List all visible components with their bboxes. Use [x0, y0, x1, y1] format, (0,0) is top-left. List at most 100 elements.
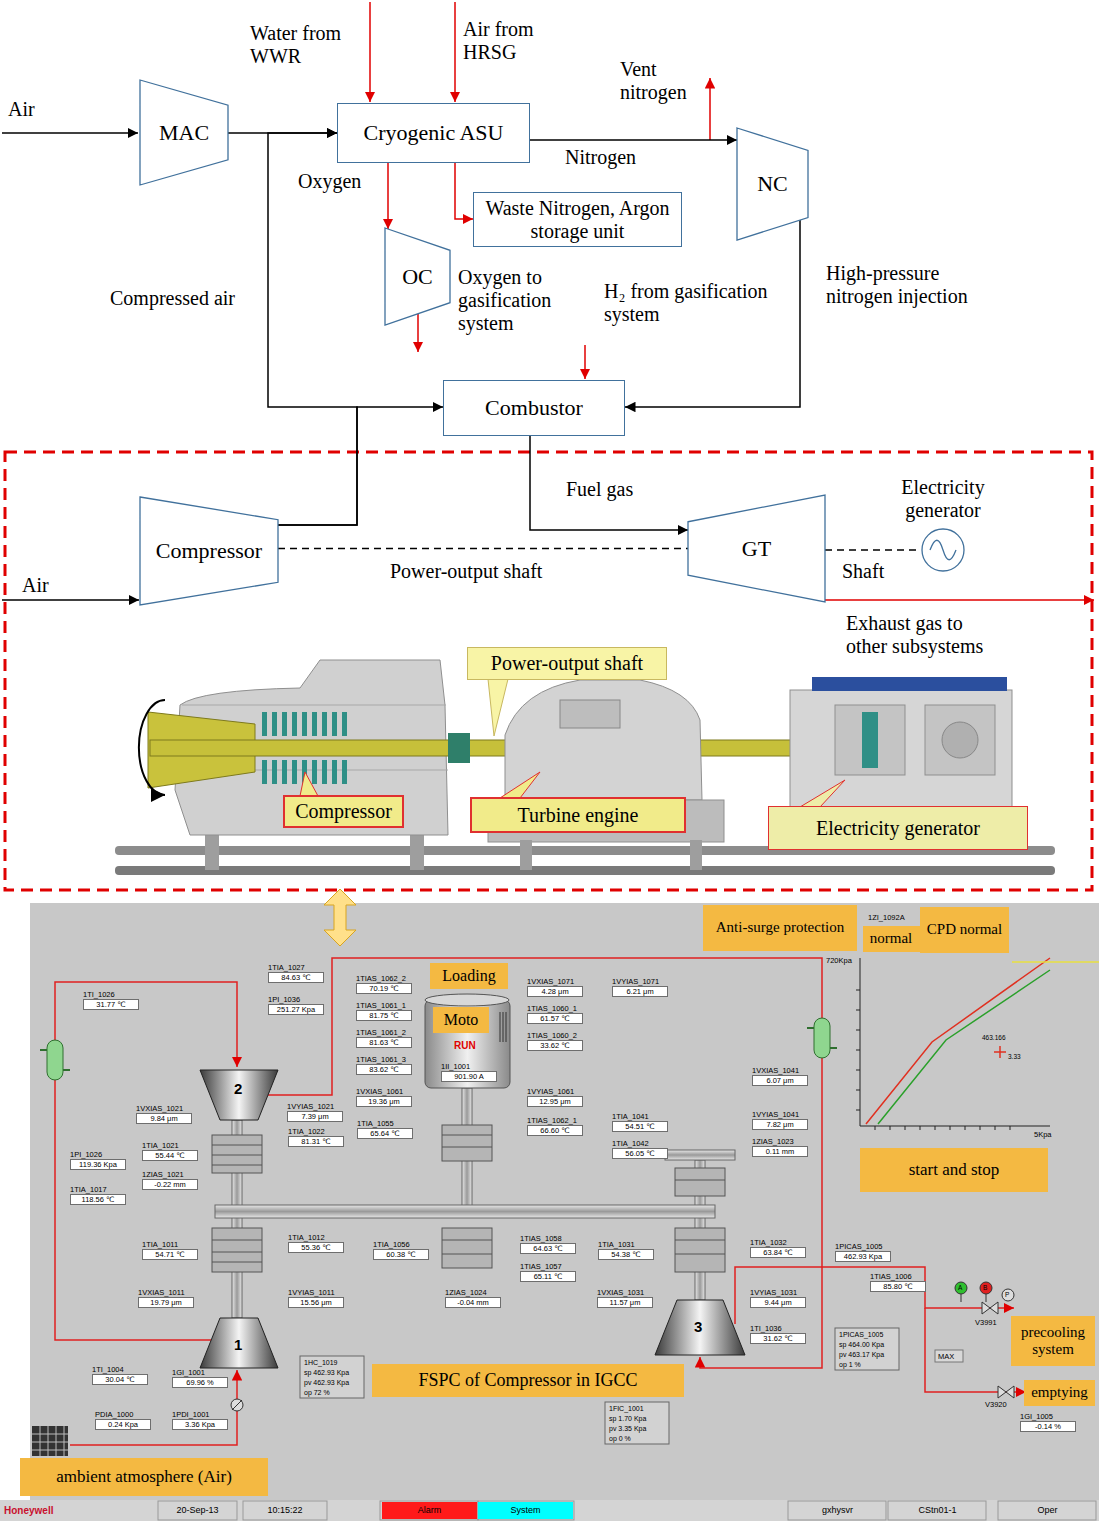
tag-name: 1PICAS_1005	[835, 1242, 883, 1251]
tag-value: 69.96 %	[172, 1377, 228, 1388]
flow-arrow	[530, 436, 688, 530]
highlight-box: CPD normal	[920, 907, 1009, 953]
stage-number: 2	[234, 1080, 242, 1097]
tag-value: 30.04 ℃	[92, 1374, 148, 1385]
tag-name: 1VXIAS_1011	[138, 1288, 185, 1297]
node-label: precooling system	[1016, 1324, 1090, 1359]
tag-value: 54.51 ℃	[612, 1121, 668, 1132]
flow-label: Exhaust gas to other subsystems	[846, 612, 1001, 658]
tag-value: 31.77 ℃	[83, 999, 139, 1010]
node-label: normal	[870, 930, 913, 947]
tag-name: 1VXIAS_1021	[136, 1104, 183, 1113]
highlight-box: start and stop	[860, 1148, 1048, 1192]
flow-arrow	[387, 163, 389, 229]
tag-value: 0.24 Kpa	[95, 1419, 151, 1430]
screen-label: P	[1005, 1291, 1009, 1298]
status-bar-cell: 10:15:22	[245, 1502, 325, 1519]
stage-number: 3	[694, 1318, 702, 1335]
tag-name: 1VXIAS_1071	[527, 977, 574, 986]
node-label: Turbine engine	[518, 804, 639, 827]
compressor-symbol: OC	[385, 228, 450, 325]
status-bar-cell: gxhysvr	[790, 1502, 885, 1519]
node-label: Electricity generator	[816, 817, 980, 840]
shaft-line	[825, 549, 921, 551]
highlight-box: ambient atmosphere (Air)	[20, 1458, 268, 1496]
process-box: Combustor	[443, 380, 625, 436]
node-label: GT	[742, 536, 771, 561]
status-text: RUN	[454, 1040, 476, 1052]
shaft-line	[278, 548, 688, 550]
tag-value: 84.63 ℃	[268, 972, 324, 983]
tag-value: 11.57 μm	[597, 1297, 653, 1308]
highlight-box: FSPC of Compressor in IGCC	[372, 1364, 684, 1397]
tag-name: 1TIAS_1061_1	[356, 1001, 406, 1010]
faceplate-row: 1HC_1019	[304, 1358, 337, 1368]
tag-value: 81.75 ℃	[356, 1010, 412, 1021]
screen-label: V3920	[985, 1400, 1007, 1409]
process-box: Cryogenic ASU	[337, 103, 530, 163]
faceplate-row: sp 464.00 Kpa	[839, 1340, 884, 1350]
callout-box: Electricity generator	[768, 806, 1028, 850]
screen-label: B	[983, 1284, 987, 1291]
faceplate-row: op 0 %	[609, 1434, 631, 1444]
tag-value: 85.80 ℃	[870, 1281, 926, 1292]
node-label: Moto	[444, 1011, 479, 1029]
highlight-box: precooling system	[1011, 1316, 1095, 1366]
tag-name: 1TIA_1042	[612, 1139, 649, 1148]
tag-value: 12.95 μm	[527, 1096, 583, 1107]
edge-label: Compressed air	[110, 287, 260, 310]
hmi-screen	[0, 889, 1099, 1521]
node-label: NC	[757, 171, 788, 196]
tag-name: 1TIAS_1006	[870, 1272, 912, 1281]
tag-name: 1TI_1004	[92, 1365, 124, 1374]
tag-value: -0.04 mm	[445, 1297, 501, 1308]
tag-name: 1VXIAS_1061	[356, 1087, 403, 1096]
flow-arrow	[228, 132, 337, 134]
tag-value: 65.11 ℃	[520, 1271, 576, 1282]
edge-label: High-pressure nitrogen injection	[826, 262, 1004, 308]
flow-label: H₂ from gasification system	[604, 280, 802, 326]
tag-name: 1PI_1036	[268, 995, 300, 1004]
screen-label: 720Kpa	[826, 956, 852, 965]
tag-value: 81.63 ℃	[356, 1037, 412, 1048]
flow-label: Air	[22, 574, 49, 597]
tag-value: 462.93 Kpa	[835, 1251, 891, 1262]
tag-name: 1TIAS_1058	[520, 1234, 562, 1243]
tag-value: 55.44 ℃	[142, 1150, 198, 1161]
tag-value: 83.62 ℃	[356, 1064, 412, 1075]
tag-name: 1PDI_1001	[172, 1410, 210, 1419]
status-bar-cell: 20-Sep-13	[160, 1502, 235, 1519]
flow-arrow	[278, 407, 443, 525]
tag-value: 9.84 μm	[136, 1113, 192, 1124]
tag-name: 1VYIAS_1021	[287, 1102, 334, 1111]
tag-name: 1TIAS_1060_2	[527, 1031, 577, 1040]
tag-value: 901.90 A	[441, 1071, 497, 1082]
screen-label: 3.33	[1008, 1053, 1021, 1060]
tag-name: 1TIA_1055	[357, 1119, 394, 1128]
tag-value: 6.07 μm	[752, 1075, 808, 1086]
tag-name: 1VYIAS_1011	[288, 1288, 335, 1297]
faceplate-row: pv 463.17 Kpa	[839, 1350, 884, 1360]
tag-value: -0.22 mm	[142, 1179, 198, 1190]
tag-value: 66.60 ℃	[527, 1125, 583, 1136]
screen-label: 1ZI_1092A	[868, 913, 905, 922]
tag-value: 6.21 μm	[612, 986, 668, 997]
callout-box: Turbine engine	[470, 797, 686, 833]
flow-label: Air from HRSG	[463, 18, 555, 64]
tag-value: 251.27 Kpa	[268, 1004, 324, 1015]
node-label: start and stop	[909, 1160, 1000, 1180]
edge-label: Nitrogen	[565, 146, 636, 169]
turbine-symbol: GT	[688, 495, 825, 602]
tag-value: 3.36 Kpa	[172, 1419, 228, 1430]
tag-name: 1TIAS_1062_2	[356, 974, 406, 983]
faceplate-row: pv 3.35 Kpa	[609, 1424, 646, 1434]
node-label: emptying	[1031, 1384, 1088, 1401]
tag-name: 1VYIAS_1061	[527, 1087, 574, 1096]
edge-label: Oxygen	[298, 170, 361, 193]
node-label: Waste Nitrogen, Argon storage unit	[478, 197, 677, 243]
stage-number: 1	[234, 1336, 242, 1353]
node-label: Compressor	[295, 800, 392, 823]
tag-name: 1TIAS_1061_2	[356, 1028, 406, 1037]
screen-label: MAX	[938, 1352, 954, 1361]
tag-name: 1ZIAS_1021	[142, 1170, 184, 1179]
